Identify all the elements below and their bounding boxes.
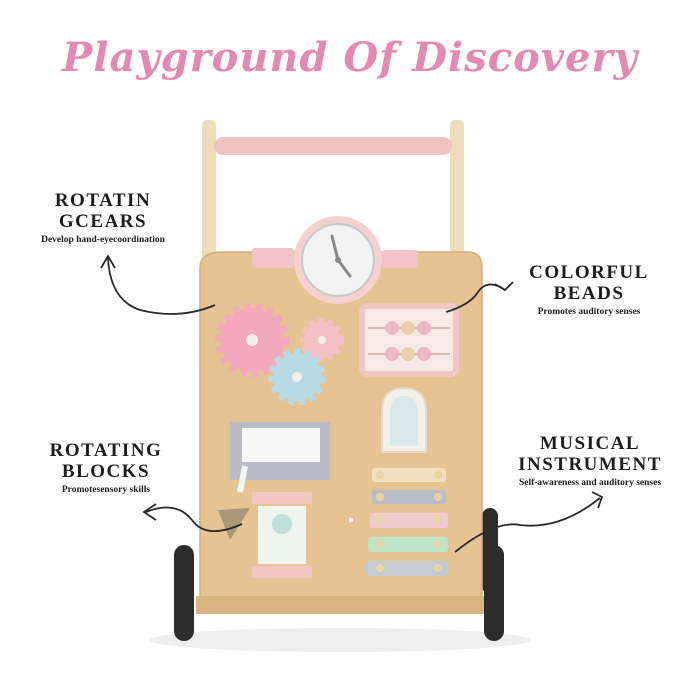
owl-face bbox=[272, 514, 292, 534]
bead bbox=[401, 321, 415, 335]
label-musical-instrument-line1: MUSICAL bbox=[539, 433, 641, 454]
arrow-gears bbox=[107, 257, 216, 315]
clock-center bbox=[335, 257, 341, 263]
right-rail bbox=[450, 120, 464, 270]
label-musical-instrument: MUSICAL INSTRUMENT Self-awareness and au… bbox=[490, 433, 690, 488]
bead bbox=[401, 347, 415, 361]
pink-block-right bbox=[382, 250, 418, 268]
label-musical-instrument-line2: INSTRUMENT bbox=[518, 454, 662, 475]
xylophone-bar bbox=[372, 490, 446, 504]
label-rotating-blocks-line2: BLOCKS bbox=[61, 461, 151, 482]
floor-shadow bbox=[150, 628, 530, 652]
label-rotating-blocks-line1: ROTATING bbox=[49, 440, 163, 461]
label-colorful-beads-line2: BEADS bbox=[553, 283, 625, 304]
left-rail bbox=[202, 120, 216, 270]
label-rotating-blocks: ROTATING BLOCKS Promotesensory skills bbox=[26, 440, 186, 495]
triangle-block bbox=[218, 508, 250, 540]
label-colorful-beads-sub: Promotes auditory senses bbox=[537, 307, 641, 317]
bead bbox=[385, 347, 399, 361]
xylophone-bar bbox=[368, 537, 448, 552]
gear-pink-small bbox=[300, 318, 344, 362]
slide-panel-window bbox=[242, 428, 320, 462]
label-rotating-blocks-sub: Promotesensory skills bbox=[61, 485, 151, 495]
keyhole bbox=[349, 518, 353, 522]
pink-block-left bbox=[252, 248, 294, 268]
handle-bar bbox=[214, 137, 452, 155]
bead bbox=[385, 321, 399, 335]
xylophone-bar bbox=[370, 513, 448, 528]
label-musical-instrument-sub: Self-awareness and auditory senses bbox=[518, 478, 662, 488]
gear-pink-large bbox=[215, 303, 289, 377]
arrow-blocks bbox=[145, 506, 243, 532]
xylophone-bar bbox=[366, 561, 448, 576]
clock-hour-hand bbox=[330, 234, 340, 262]
label-rotating-gears-line1: ROTATIN bbox=[54, 190, 152, 211]
rotating-block-frame bbox=[252, 492, 312, 504]
wheel-left-rear bbox=[174, 545, 194, 641]
gear-blue bbox=[268, 348, 326, 406]
clock-minute-hand bbox=[336, 258, 352, 278]
wheel-right-front bbox=[484, 545, 504, 641]
bead bbox=[417, 347, 431, 361]
label-rotating-gears-line2: GCEARS bbox=[58, 211, 148, 232]
bead bbox=[417, 321, 431, 335]
label-rotating-gears: ROTATIN GCEARS Develop hand-eyecoordinat… bbox=[18, 190, 188, 245]
label-colorful-beads: COLORFUL BEADS Promotes auditory senses bbox=[514, 262, 664, 317]
arrow-musical bbox=[454, 497, 601, 553]
page-title: Playground Of Discovery bbox=[62, 34, 638, 81]
xylophone-bar bbox=[372, 468, 446, 482]
label-rotating-gears-sub: Develop hand-eyecoordination bbox=[41, 235, 165, 245]
abacus-frame bbox=[359, 303, 459, 377]
board-base bbox=[196, 596, 484, 614]
label-colorful-beads-line1: COLORFUL bbox=[529, 262, 649, 283]
